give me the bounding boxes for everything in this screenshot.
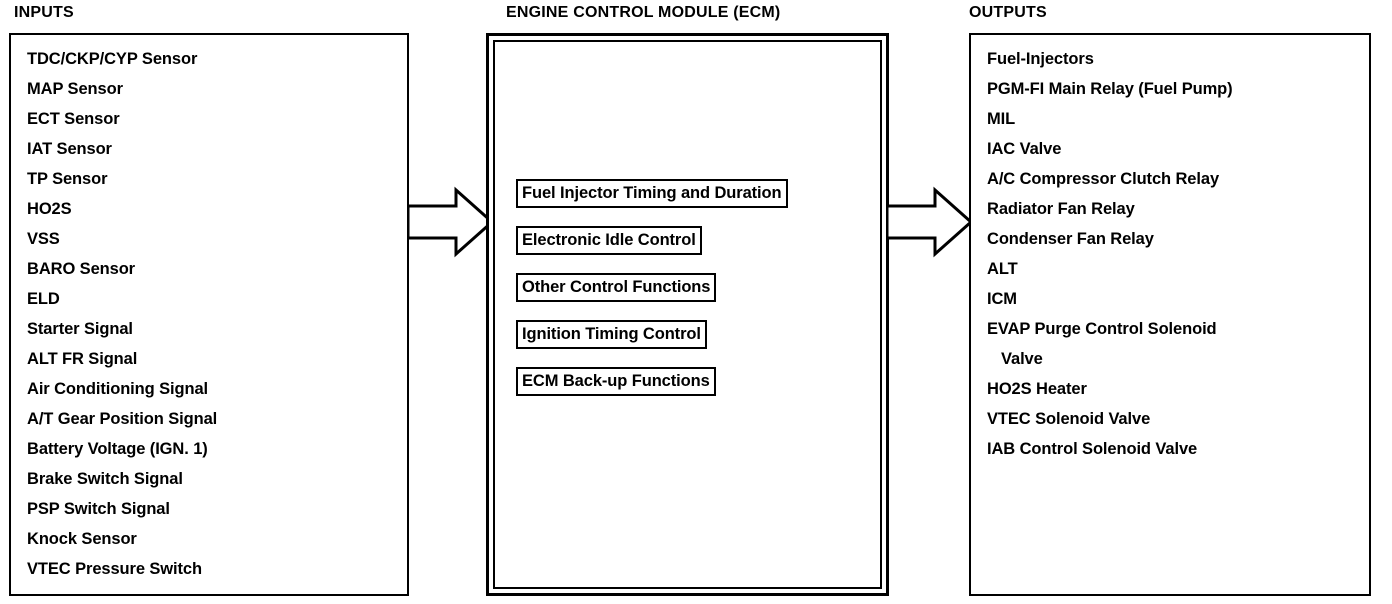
output-signal-item: EVAP Purge Control Solenoid [987,320,1217,338]
output-signal-item: Condenser Fan Relay [987,230,1154,248]
output-signal-item: ALT [987,260,1018,278]
input-signal-item: VTEC Pressure Switch [27,560,202,578]
input-signal-item: TDC/CKP/CYP Sensor [27,50,198,68]
inputs-column-heading: INPUTS [14,4,74,21]
output-signal-item: VTEC Solenoid Valve [987,410,1151,428]
input-signal-item: Knock Sensor [27,530,137,548]
ecm-function-block: Electronic Idle Control [516,226,702,255]
output-signal-item: PGM-FI Main Relay (Fuel Pump) [987,80,1233,98]
input-signal-item: Starter Signal [27,320,133,338]
input-signal-item: HO2S [27,200,72,218]
input-signal-item: ELD [27,290,60,308]
input-signal-item: ALT FR Signal [27,350,138,368]
output-signal-item: ICM [987,290,1017,308]
input-signal-item: VSS [27,230,60,248]
input-signal-item: TP Sensor [27,170,108,188]
input-signal-item: Air Conditioning Signal [27,380,209,398]
arrow-right-icon-inputs-to-ecm [407,185,493,259]
input-signal-item: IAT Sensor [27,140,112,158]
input-signal-item: Battery Voltage (IGN. 1) [27,440,208,458]
input-signal-item: ECT Sensor [27,110,120,128]
output-signal-item: HO2S Heater [987,380,1087,398]
output-signal-item: IAB Control Solenoid Valve [987,440,1198,458]
input-signal-item: A/T Gear Position Signal [27,410,218,428]
input-signal-item: MAP Sensor [27,80,123,98]
ecm-column-heading: ENGINE CONTROL MODULE (ECM) [506,4,781,21]
output-signal-item: Fuel-Injectors [987,50,1094,68]
ecm-function-block: Fuel Injector Timing and Duration [516,179,788,208]
input-signal-item: BARO Sensor [27,260,136,278]
input-signal-item: Brake Switch Signal [27,470,183,488]
ecm-function-block: Other Control Functions [516,273,717,302]
output-signal-item: Radiator Fan Relay [987,200,1135,218]
ecm-function-block: Ignition Timing Control [516,320,707,349]
outputs-column-heading: OUTPUTS [969,4,1047,21]
output-signal-item: IAC Valve [987,140,1062,158]
output-signal-item: A/C Compressor Clutch Relay [987,170,1220,188]
output-signal-item: Valve [1001,350,1043,368]
input-signal-item: PSP Switch Signal [27,500,170,518]
ecm-function-block: ECM Back-up Functions [516,367,716,396]
arrow-right-icon-ecm-to-outputs [886,185,972,259]
output-signal-item: MIL [987,110,1016,128]
